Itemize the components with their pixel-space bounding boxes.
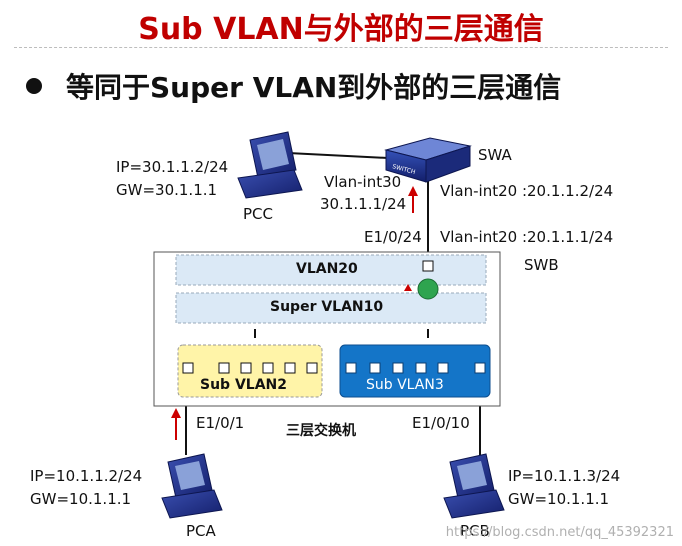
swa-vlanint20: Vlan-int20 :20.1.1.2/24 xyxy=(440,182,614,200)
subvlan3-box xyxy=(339,344,491,398)
pcc-gw: GW=30.1.1.1 xyxy=(116,181,218,199)
watermark: https://blog.csdn.net/qq_45392321 xyxy=(445,525,674,540)
up-arrow-icon xyxy=(171,408,181,440)
swb-caption: 三层交换机 xyxy=(286,423,356,439)
supervlan10-label: Super VLAN10 xyxy=(270,299,384,315)
subvlan3-ports xyxy=(345,362,486,374)
pca-name: PCA xyxy=(186,522,216,540)
pcb-computer-icon xyxy=(443,453,505,519)
subvlan2-ports xyxy=(182,362,318,374)
pcb-name: PCB xyxy=(460,522,490,540)
bullet-dot xyxy=(26,78,42,94)
vlanint30-name: Vlan-int30 xyxy=(324,173,402,191)
port-e1024-label: E1/0/24 xyxy=(364,228,422,246)
swb-name: SWB xyxy=(524,256,559,274)
bullet-text: 等同于Super VLAN到外部的三层通信 xyxy=(66,71,562,104)
slide-title: Sub VLAN与外部的三层通信 xyxy=(138,12,544,47)
pcb-gw: GW=10.1.1.1 xyxy=(508,490,610,508)
subvlan2-label: Sub VLAN2 xyxy=(200,377,287,393)
supervlan10-bar xyxy=(175,292,487,324)
small-up-arrow-icon xyxy=(404,284,412,291)
pcc-ip: IP=30.1.1.2/24 xyxy=(116,158,229,176)
port-e101-label: E1/0/1 xyxy=(196,414,245,432)
port-e1024 xyxy=(422,260,434,272)
pca-gw: GW=10.1.1.1 xyxy=(30,490,132,508)
swa-name: SWA xyxy=(478,146,512,164)
subvlan3-label: Sub VLAN3 xyxy=(366,377,444,393)
link-pcc-swa xyxy=(287,152,389,159)
vlanint30-ip: 30.1.1.1/24 xyxy=(320,195,407,213)
pcc-computer-icon xyxy=(237,131,303,199)
swb-vlanint20: Vlan-int20 :20.1.1.1/24 xyxy=(440,228,614,246)
swa-switch-icon: SWITCH xyxy=(384,137,472,183)
pcb-ip: IP=10.1.1.3/24 xyxy=(508,467,621,485)
title-divider xyxy=(14,47,668,48)
up-arrow-icon xyxy=(408,186,418,213)
pcc-name: PCC xyxy=(243,205,273,223)
port-e1010-label: E1/0/10 xyxy=(412,414,470,432)
vlan20-label: VLAN20 xyxy=(296,261,358,277)
vlan20-bar xyxy=(175,254,487,286)
vlanif-router-dot xyxy=(417,278,439,300)
pca-ip: IP=10.1.1.2/24 xyxy=(30,467,143,485)
pca-computer-icon xyxy=(161,453,223,519)
